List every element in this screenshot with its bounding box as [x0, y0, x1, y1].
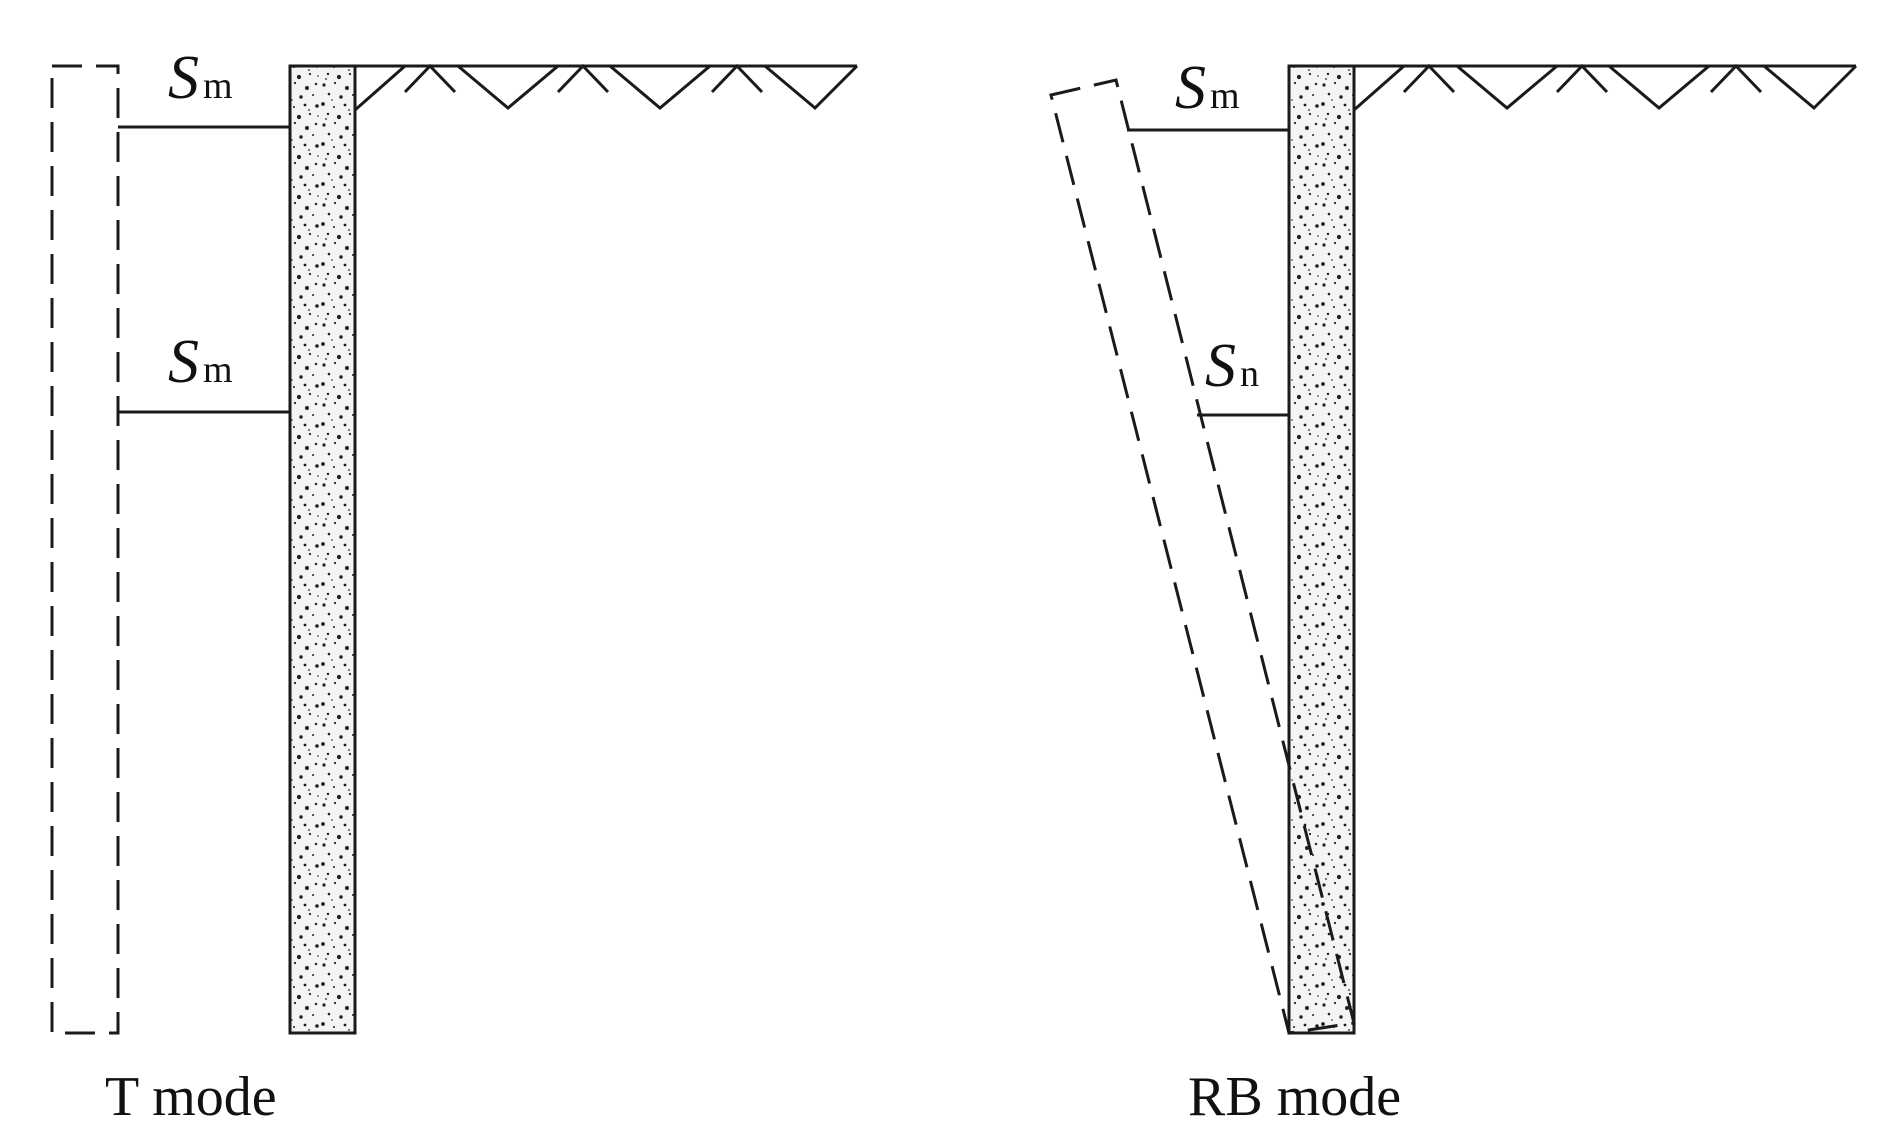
rb-mode-caption: RB mode [1188, 1066, 1401, 1128]
rb-mode-displaced-wall [1049, 78, 1356, 1035]
rb-mode-ground-surface [1353, 63, 1858, 112]
t-mode-caption: T mode [105, 1066, 277, 1128]
t-mode-displaced-wall [50, 64, 120, 1035]
t-mode-ground-surface [354, 63, 859, 112]
rb-mode-wall [1287, 64, 1356, 1035]
t-mode-wall [288, 64, 357, 1035]
